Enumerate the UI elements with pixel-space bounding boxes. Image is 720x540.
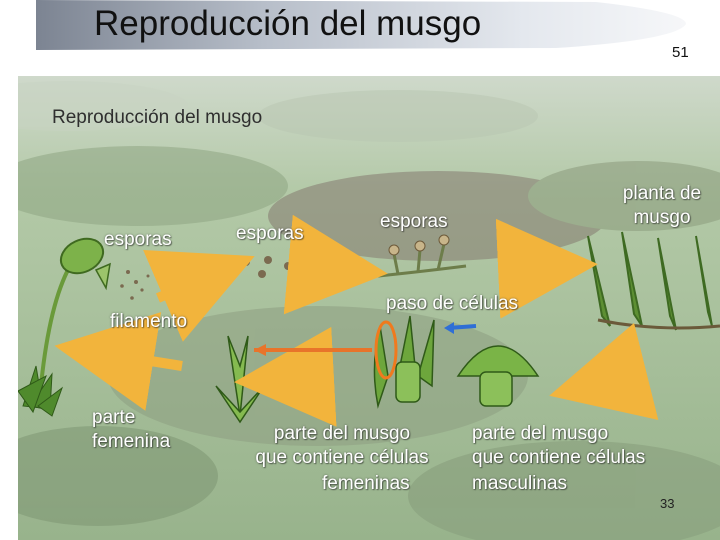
male-gametangium <box>456 345 540 407</box>
label-femenina-part-2: que contiene células <box>255 447 429 468</box>
highlight-ring <box>374 320 398 380</box>
moss-rhizoid-base <box>597 318 720 330</box>
title-banner-shape <box>36 0 686 50</box>
label-masculina-part-2: que contiene células <box>472 447 646 468</box>
arrow-plant-to-parts <box>549 322 659 420</box>
arrow-germination-to-plant <box>495 218 598 319</box>
label-masculina-part-1: parte del musgo <box>472 423 609 444</box>
slide-title-bar <box>36 0 686 50</box>
arrow-female-to-bud <box>234 326 337 427</box>
label-esporas-loose: esporas <box>236 223 304 244</box>
label-femenina-part-3: femeninas <box>322 473 410 494</box>
label-masculina-part-3: masculinas <box>472 473 568 494</box>
label-esporas-capsule: esporas <box>104 229 172 250</box>
figure-illustration <box>18 76 720 540</box>
figure-page-number: 33 <box>660 496 675 511</box>
cycle-arrows <box>54 214 659 427</box>
label-planta-de-musgo-2: musgo <box>633 207 691 228</box>
arrow-spores-to-germination <box>283 214 388 315</box>
arrow-capsule-to-spores <box>143 249 255 342</box>
arrow-bud-to-sporophyte <box>54 312 183 411</box>
label-planta-de-musgo-1: planta de <box>622 183 702 204</box>
label-filamento: filamento <box>110 311 188 332</box>
label-parte-femenina-1: parte <box>92 407 136 428</box>
label-parte-femenina-2: femenina <box>92 431 171 452</box>
label-femenina-part-1: parte del musgo <box>273 423 411 444</box>
blue-transfer-arrowhead <box>444 322 454 334</box>
sporophyte-plant <box>18 237 111 417</box>
slide-number: 51 <box>672 44 689 61</box>
label-esporas-germinating: esporas <box>380 211 448 232</box>
orange-transfer-arrowhead <box>254 344 266 356</box>
figure-inner-title: Reproducción del musgo <box>52 107 263 128</box>
slide-title: Reproducción del musgo <box>94 4 482 43</box>
moss-reproduction-figure: Reproducción del musgo esporas esporas e… <box>18 76 720 540</box>
label-paso-de-celulas: paso de células <box>386 293 519 314</box>
